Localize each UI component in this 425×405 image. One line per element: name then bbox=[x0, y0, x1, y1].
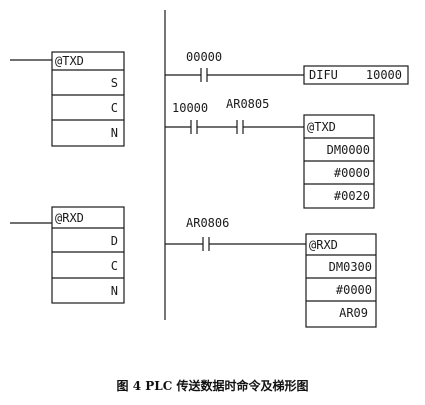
rxd-instr-row-3: AR09 bbox=[339, 306, 368, 320]
rxd-block bbox=[10, 206, 125, 304]
txd-block bbox=[10, 51, 125, 147]
txd-block-frame bbox=[51, 51, 125, 147]
figure-caption: 图 4 PLC 传送数据时命令及梯形图 bbox=[116, 379, 309, 393]
rxd-row-d: D bbox=[111, 234, 118, 248]
txd-instr-title: @TXD bbox=[307, 120, 336, 134]
rxd-instr-row-2: #0000 bbox=[336, 283, 372, 297]
txd-block-title: @TXD bbox=[55, 54, 84, 68]
txd-row-s: S bbox=[111, 76, 118, 90]
txd-instr-row-3: #0020 bbox=[334, 189, 370, 203]
difu-instr-label: DIFU bbox=[309, 68, 338, 82]
contact-00000-label: 00000 bbox=[186, 50, 222, 64]
rxd-block-title: @RXD bbox=[55, 211, 84, 225]
txd-instr-row-2: #0000 bbox=[334, 166, 370, 180]
rxd-instr-title: @RXD bbox=[309, 238, 338, 252]
contact-ar0806-label: AR0806 bbox=[186, 216, 229, 230]
rxd-block-frame bbox=[51, 206, 125, 304]
rung-2 bbox=[165, 114, 375, 209]
rxd-instr-row-1: DM0300 bbox=[329, 260, 372, 274]
difu-box bbox=[303, 65, 409, 85]
rxd-instr-box bbox=[305, 233, 377, 328]
rxd-row-c: C bbox=[111, 259, 118, 273]
difu-operand-label: 10000 bbox=[366, 68, 402, 82]
rxd-row-n: N bbox=[111, 284, 118, 298]
rung-3 bbox=[165, 233, 377, 328]
contact-ar0805-label: AR0805 bbox=[226, 97, 269, 111]
txd-row-c: C bbox=[111, 101, 118, 115]
txd-instr-row-1: DM0000 bbox=[327, 143, 370, 157]
contact-10000-label: 10000 bbox=[172, 101, 208, 115]
txd-row-n: N bbox=[111, 126, 118, 140]
rung-1 bbox=[165, 65, 409, 85]
